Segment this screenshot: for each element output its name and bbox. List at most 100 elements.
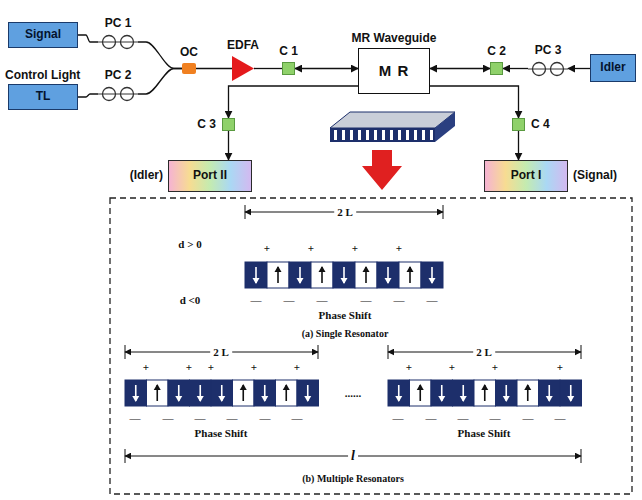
chip-stripe [414,130,417,140]
domain-cell [333,262,355,288]
panel-caption: (b) Multiple Resonators [302,473,404,484]
plus-sign: + [352,242,358,254]
span-tick [245,205,246,219]
component-label: (Signal) [573,169,617,183]
polarity-arrowhead [429,278,436,284]
fiber-connector [503,68,528,69]
output-port: Port I(Signal) [484,160,568,192]
domain-cell [377,262,399,288]
polarization-controller-shape [98,34,138,50]
fiber [98,42,138,43]
chip-stripe [390,130,393,140]
polarity-arrowhead [297,278,304,284]
circulator-body [513,119,525,131]
domain-cell [233,380,255,406]
circulator-body [283,63,295,75]
circulator-shape [282,62,295,75]
chip-stripe [422,130,425,140]
component-label: OC [180,46,198,60]
red-arrow [362,150,402,190]
domain-cell [147,380,169,406]
polarity-arrowhead [253,278,260,284]
minus-sign: — [292,412,303,424]
component-label: C 1 [279,45,298,59]
domain-cell [311,262,333,288]
circulator-shape [490,62,503,75]
chip-stripe [374,130,377,140]
fiber-connector [78,35,98,42]
waveguide-box: MR WaveguideM R [358,48,430,94]
polarity-arrowhead [385,278,392,284]
polarity-arrowhead [275,266,282,272]
minus-sign: — [130,412,141,424]
domain-cell [355,262,377,288]
sign-label: d > 0 [178,238,201,250]
domain-cell [517,380,539,406]
chip-stripe [358,130,361,140]
polarity-arrowhead [481,384,488,390]
output-port: (Idler)Port II [168,160,252,192]
length-label: 2 L [334,206,356,218]
fiber-connector [196,68,232,69]
domain-cell [421,262,443,288]
polarity-arrowhead [283,384,290,390]
fiber [98,94,138,95]
domain-cell [539,380,561,406]
domain-cell [431,380,453,406]
phase-shift-label: Phase Shift [458,427,511,439]
polarity-arrowhead [546,396,553,402]
minus-sign: — [458,412,469,424]
polarity-arrowhead [261,396,268,402]
polarity-arrowhead [197,396,204,402]
minus-sign: — [426,412,437,424]
domain-cell [496,380,518,406]
box-text: Idler [600,61,625,75]
circulator: C 3 [222,118,235,131]
component-label: PC 2 [105,69,132,83]
domain-cell [297,380,319,406]
component-label: (Idler) [130,169,163,183]
panel-caption: (a) Single Resonator [302,328,389,339]
polarization-controller: PC 3 [528,61,568,77]
circulator: C 2 [490,62,503,75]
amplifier-symbol-shape [232,56,254,81]
plus-sign: + [143,361,149,373]
domain-cell [245,262,267,288]
length-label: 2 L [473,346,495,358]
plus-sign: + [208,361,214,373]
fiber-connector [430,86,519,118]
fiber-connector [568,68,590,69]
domain-cell [453,380,475,406]
circulator-shape [512,118,525,131]
plus-sign: + [308,242,314,254]
plus-sign: + [264,242,270,254]
span-tick [443,205,444,219]
minus-sign: — [361,294,372,306]
box-text: TL [36,90,51,104]
chip-side [435,112,455,142]
fiber-loop [533,62,546,75]
minus-sign: — [394,294,405,306]
chip-front [330,128,435,142]
domain-cell [125,380,147,406]
polarity-arrowhead [438,396,445,402]
circulator-body [223,119,235,131]
sign-label: d <0 [180,294,201,306]
plus-sign: + [557,361,563,373]
plus-sign: + [294,361,300,373]
polarity-arrowhead [524,384,531,390]
fiber-connector [138,69,182,95]
minus-sign: — [195,412,206,424]
fiber-connector [295,68,358,69]
minus-sign: — [490,412,501,424]
plus-sign: + [449,361,455,373]
polarity-arrowhead [341,278,348,284]
circulator: C 1 [282,62,295,75]
polarization-controller-shape [528,61,568,77]
box-text: M R [379,62,410,79]
polarity-arrowhead [503,396,510,402]
span-tick [125,345,126,359]
polarity-arrowhead [319,266,326,272]
fiber-loop [121,88,134,101]
